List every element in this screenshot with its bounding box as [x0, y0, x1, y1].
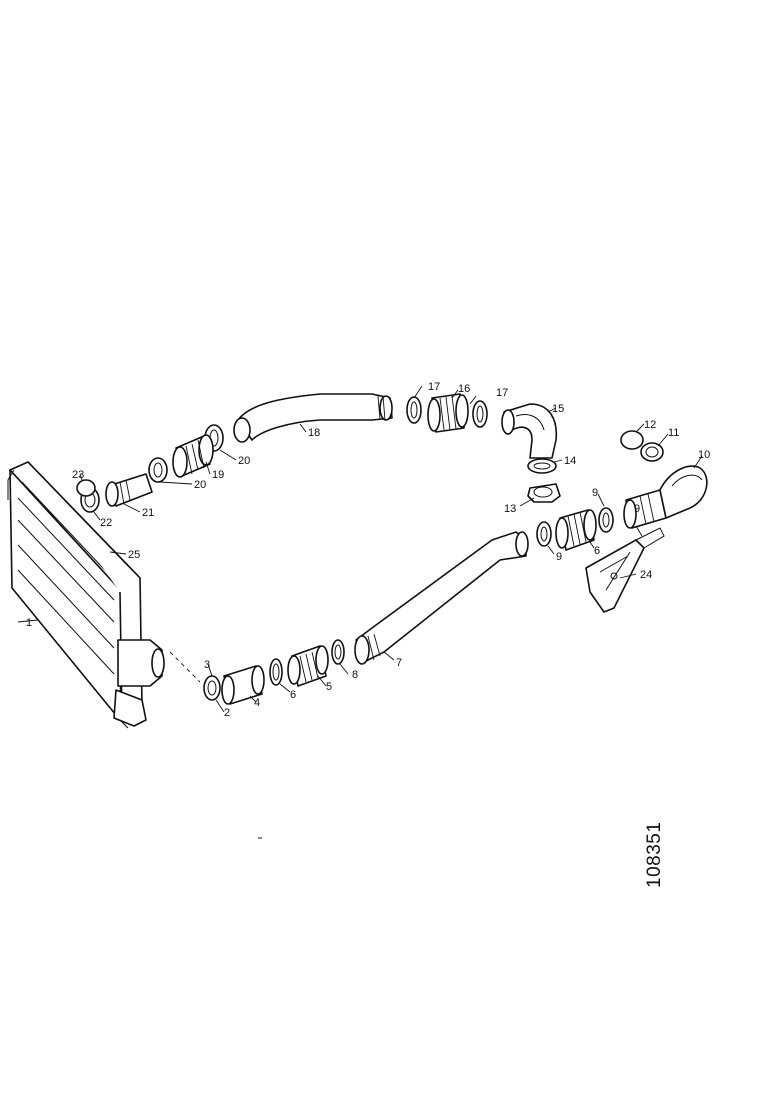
callout-5: 5 [326, 681, 332, 693]
callout-9-a: 9 [556, 551, 562, 563]
callout-7: 7 [396, 657, 402, 669]
document-number: 108351 [644, 822, 665, 888]
callout-17-right: 17 [496, 387, 508, 399]
elbow-15 [503, 403, 558, 459]
callout-22: 22 [100, 517, 112, 529]
callout-18: 18 [308, 427, 320, 439]
callout-12: 12 [644, 419, 656, 431]
callout-14: 14 [564, 455, 576, 467]
ring-11 [640, 442, 664, 462]
ring-6-lower [269, 658, 283, 686]
ring-9-b [598, 507, 614, 533]
lower-hose-assembly [169, 430, 708, 705]
callout-3: 3 [204, 659, 210, 671]
callout-9-b: 9 [592, 487, 598, 499]
ring-17-right [472, 400, 488, 428]
intercooler-radiator [7, 461, 165, 729]
callout-2: 2 [224, 707, 230, 719]
callout-15: 15 [552, 403, 564, 415]
callout-23: 23 [72, 469, 84, 481]
callout-8: 8 [352, 669, 358, 681]
callout-11: 11 [668, 427, 679, 439]
callout-6-lower: 6 [290, 689, 296, 701]
callout-13: 13 [504, 503, 516, 515]
callout-24: 24 [640, 569, 652, 581]
ring-17-left [406, 396, 422, 424]
upper-hose-assembly [76, 393, 561, 513]
callout-16: 16 [458, 383, 470, 395]
elbow-10 [659, 465, 708, 519]
ring-14 [527, 458, 557, 474]
callout-6-upper: 6 [594, 545, 600, 557]
pipe-7 [355, 531, 527, 663]
callout-4: 4 [254, 697, 260, 709]
clamp-2 [203, 675, 221, 701]
callout-19: 19 [212, 469, 224, 481]
callout-20-lower: 20 [194, 479, 206, 491]
callout-1: 1 [26, 617, 32, 629]
ring-12 [620, 430, 644, 450]
callout-25: 25 [128, 549, 140, 561]
ring-20-lower [148, 457, 168, 483]
callout-20-upper: 20 [238, 455, 250, 467]
callout-9-c: 9 [634, 503, 640, 515]
clamp-23 [76, 479, 96, 497]
callout-17-left: 17 [428, 381, 440, 393]
callout-10: 10 [698, 449, 710, 461]
ring-9-a [536, 521, 552, 547]
callout-21: 21 [142, 507, 154, 519]
callout-labels: 1 2 3 4 5 6 8 7 9 6 9 9 24 10 11 12 13 1… [26, 381, 710, 719]
leader-lines [17, 385, 703, 713]
ring-8 [331, 639, 345, 665]
